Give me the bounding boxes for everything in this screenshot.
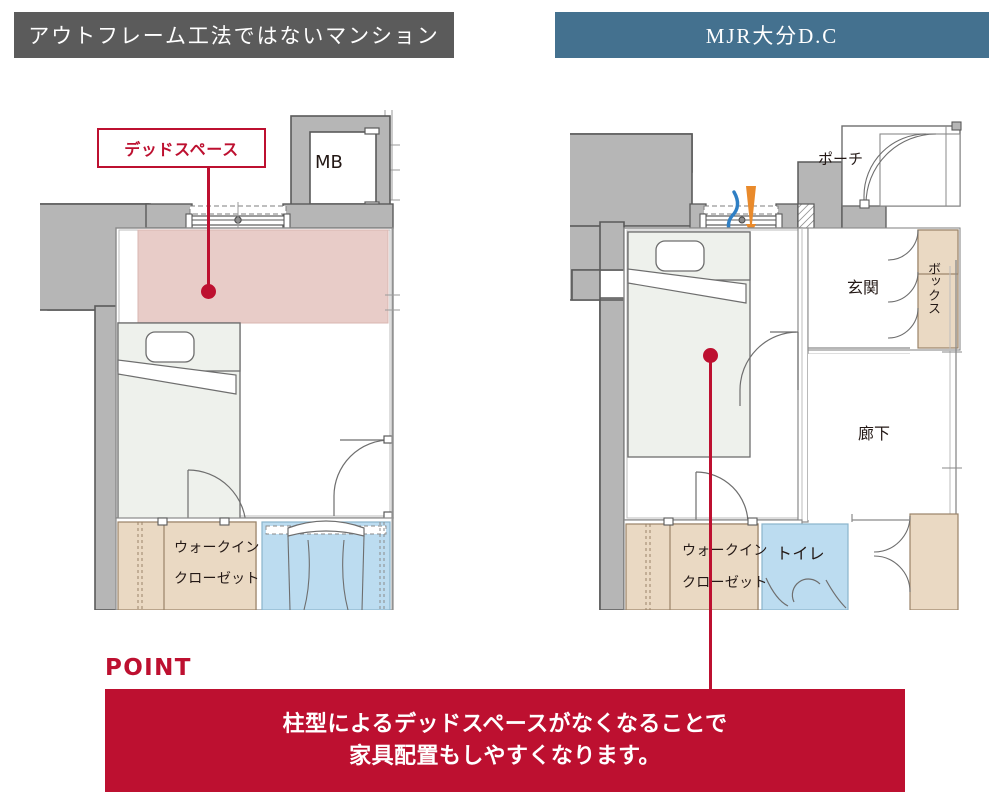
point-heading: POINT xyxy=(105,655,192,681)
point-message-line1: 柱型によるデッドスペースがなくなることで xyxy=(282,711,728,737)
point-message-line2: 家具配置もしやすくなります。 xyxy=(349,743,661,769)
header-left-non-outframe: アウトフレーム工法ではないマンション xyxy=(14,12,454,58)
right-plan-label-porch: ポーチ xyxy=(818,150,864,168)
header-left-title: アウトフレーム工法ではないマンション xyxy=(28,24,440,48)
right-plan-label-box: ボックス xyxy=(925,262,940,316)
point-message-box: 柱型によるデッドスペースがなくなることで 家具配置もしやすくなります。 xyxy=(105,689,905,792)
left-plan-label-walkin-line1: ウォークイン xyxy=(174,540,260,556)
right-plan-label-corridor: 廊下 xyxy=(858,424,891,443)
dead-space-callout-box: デッドスペース xyxy=(97,128,266,168)
left-plan-label-mb: MB xyxy=(315,152,343,173)
dead-space-marker-dot xyxy=(201,284,216,299)
header-right-mjr: MJR大分D.C xyxy=(555,12,989,58)
left-plan-label-walkin-line2: クローゼット xyxy=(174,571,260,587)
right-plan-label-entrance: 玄関 xyxy=(847,278,880,297)
floorplan-right-mjr: ポーチ 玄関 ボックス 廊下 ウォークイン クローゼット トイレ xyxy=(570,110,970,610)
dead-space-leader-line xyxy=(207,164,210,292)
point-marker-dot xyxy=(703,348,718,363)
header-right-title: MJR大分D.C xyxy=(705,24,839,48)
right-plan-label-walkin-line2: クローゼット xyxy=(682,575,768,591)
floorplan-left-non-outframe: MB ウォークイン クローゼット xyxy=(40,110,400,610)
right-plan-label-walkin-line1: ウォークイン xyxy=(682,543,768,559)
right-plan-label-toilet: トイレ xyxy=(776,544,825,563)
point-leader-line xyxy=(709,360,712,690)
dead-space-callout-label: デッドスペース xyxy=(124,140,239,159)
